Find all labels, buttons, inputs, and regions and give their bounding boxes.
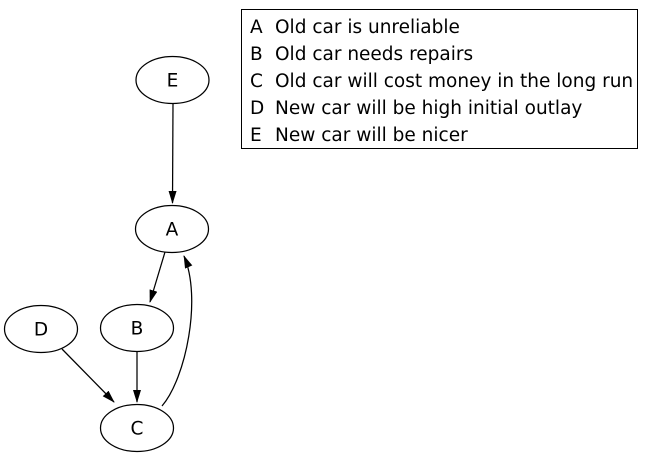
edge-D-C [61, 348, 115, 403]
node-B-label: B [131, 319, 144, 340]
node-C: C [99, 403, 175, 453]
node-E: E [135, 55, 210, 105]
legend-row: D New car will be high initial outlay [242, 95, 637, 122]
legend-text: Old car is unreliable [275, 17, 460, 38]
legend-row: C Old car will cost money in the long ru… [242, 68, 637, 95]
legend-key: C [250, 71, 263, 92]
node-C-shape [99, 403, 175, 453]
legend-text: Old car will cost money in the long run [275, 71, 634, 92]
node-D-shape [3, 304, 79, 354]
node-B: B [99, 303, 175, 353]
node-A-shape [134, 204, 210, 254]
node-E-shape [135, 55, 210, 105]
legend-text: New car will be high initial outlay [275, 98, 583, 119]
legend-row: E New car will be nicer [242, 122, 637, 149]
legend-row: B Old car needs repairs [242, 41, 637, 68]
node-B-shape [99, 303, 175, 353]
node-A: A [134, 204, 210, 254]
legend-key: D [250, 98, 265, 119]
node-A-label: A [166, 220, 179, 241]
node-E-label: E [167, 71, 179, 92]
legend-text: New car will be nicer [275, 125, 468, 146]
edge-C-A [161, 255, 193, 407]
node-D-label: D [34, 320, 48, 341]
legend-box: A Old car is unreliable B Old car needs … [241, 9, 638, 149]
legend-key: A [250, 17, 263, 38]
edge-E-A [168, 102, 177, 204]
edge-A-B [149, 251, 166, 303]
legend-key: E [250, 125, 262, 146]
legend-row: A Old car is unreliable [242, 14, 637, 41]
legend-key: B [250, 44, 263, 65]
legend-text: Old car needs repairs [275, 44, 474, 65]
node-C-label: C [131, 419, 144, 440]
node-D: D [3, 304, 79, 354]
